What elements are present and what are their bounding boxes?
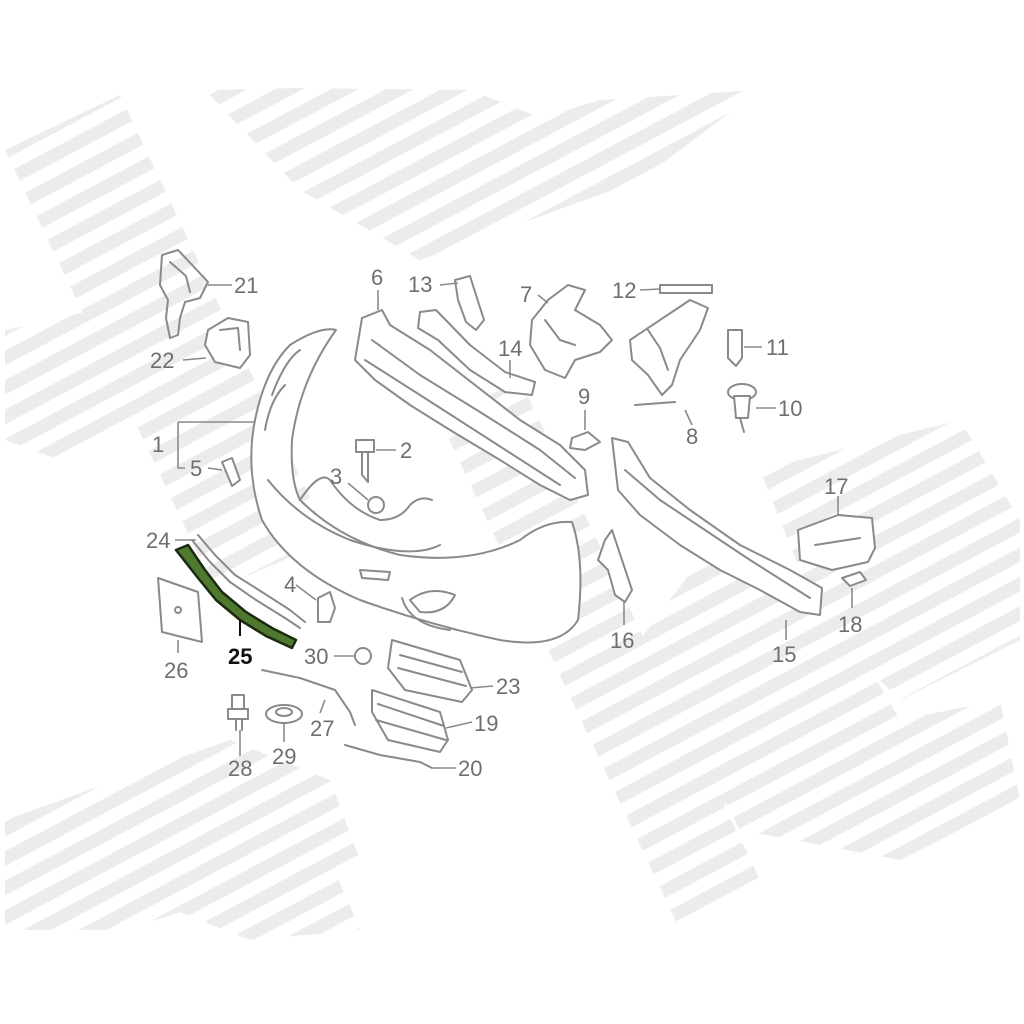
callout-8: 8	[686, 424, 698, 449]
part-11-clip	[727, 329, 743, 367]
callout-15: 15	[772, 642, 796, 667]
callout-27: 27	[310, 716, 334, 741]
part-18-clip	[841, 571, 867, 587]
part-16-bracket	[597, 529, 633, 603]
part-29-washer	[265, 704, 303, 724]
callout-4: 4	[284, 572, 296, 597]
part-24-trim	[191, 534, 306, 629]
callout-19: 19	[474, 711, 498, 736]
part-25-trim-highlighted	[174, 543, 298, 650]
callout-24: 24	[146, 528, 170, 553]
callout-30: 30	[304, 644, 328, 669]
part-9-plate	[569, 431, 601, 451]
part-13-bracket	[454, 275, 485, 331]
part-10-fastener	[727, 383, 757, 433]
callout-13: 13	[408, 272, 432, 297]
part-1-bumper-cover	[250, 328, 582, 644]
callout-26: 26	[164, 658, 188, 683]
callout-9: 9	[578, 384, 590, 409]
part-20-trim	[344, 744, 433, 769]
part-28-bolt	[227, 694, 249, 731]
callout-25: 25	[228, 644, 252, 669]
callout-23: 23	[496, 674, 520, 699]
part-19-grille	[371, 689, 449, 753]
callout-2: 2	[400, 438, 412, 463]
callout-18: 18	[838, 612, 862, 637]
part-4-clip	[317, 591, 336, 623]
part-2-screw	[355, 439, 375, 483]
part-8-bracket	[629, 299, 709, 406]
callout-22: 22	[150, 348, 174, 373]
callout-5: 5	[190, 456, 202, 481]
callout-10: 10	[778, 396, 802, 421]
part-17-bracket	[797, 514, 876, 571]
callout-12: 12	[612, 278, 636, 303]
callout-1: 1	[152, 432, 164, 457]
callout-17: 17	[824, 474, 848, 499]
part-23-grille	[387, 639, 473, 703]
callout-14: 14	[498, 336, 522, 361]
part-12-rod	[659, 284, 713, 294]
callout-7: 7	[520, 282, 532, 307]
callout-3: 3	[330, 464, 342, 489]
part-5-clip	[221, 457, 241, 487]
part-3-nut	[367, 496, 385, 514]
part-15-beam	[611, 437, 823, 616]
part-14-strip	[417, 309, 536, 396]
callout-21: 21	[234, 273, 258, 298]
callout-29: 29	[272, 744, 296, 769]
callout-28: 28	[228, 756, 252, 781]
part-27-trim	[261, 669, 356, 726]
watermark	[5, 88, 1020, 940]
callout-11: 11	[766, 335, 789, 360]
callout-labels: 1 2 3 4 5 6 7 8 9 10 11 12 13 14 15 16 1…	[146, 265, 862, 781]
leader-lines	[175, 282, 853, 769]
callout-16: 16	[610, 628, 634, 653]
part-7-bracket	[529, 284, 613, 379]
callout-6: 6	[371, 265, 383, 290]
part-30-fastener	[354, 647, 372, 665]
callout-20: 20	[458, 756, 482, 781]
part-26-plate-bracket	[157, 577, 203, 643]
part-6-absorber	[354, 309, 589, 501]
part-22-duct	[204, 317, 251, 369]
part-21-bracket	[159, 249, 209, 339]
